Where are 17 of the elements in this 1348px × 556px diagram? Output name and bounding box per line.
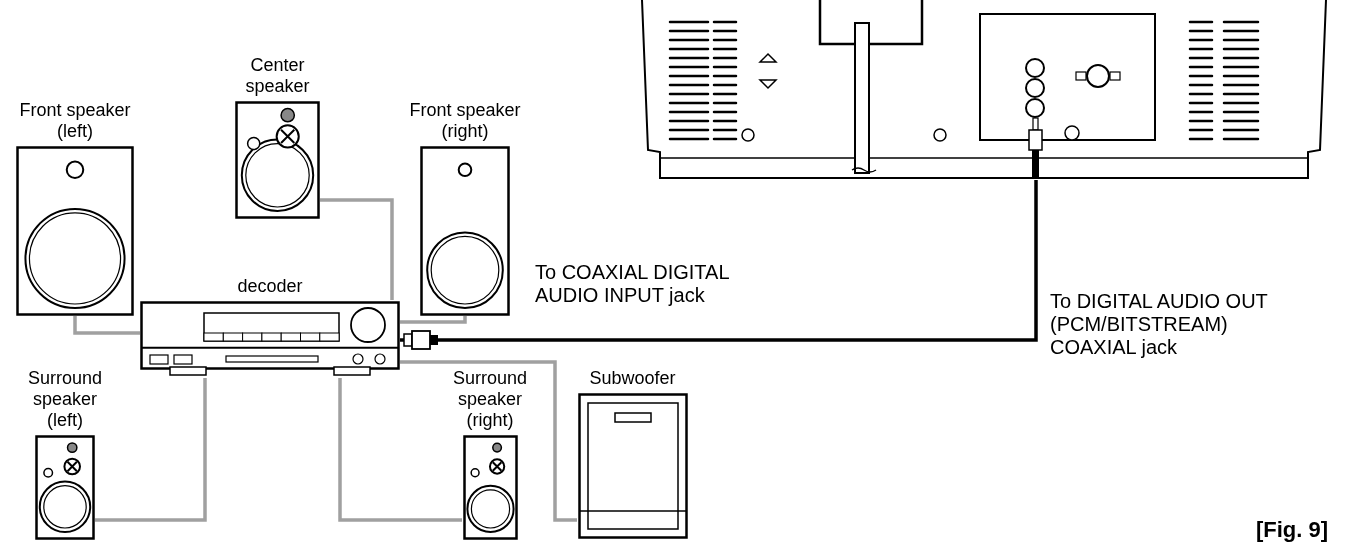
device-label: Front speaker (left) [18, 100, 132, 142]
speaker-wire [95, 378, 207, 522]
device-label: Front speaker (right) [408, 100, 522, 142]
connection-note: To DIGITAL AUDIO OUT (PCM/BITSTREAM) COAXIAL jack [1050, 290, 1269, 359]
device-label: Subwoofer [588, 368, 677, 389]
device-label: Surround speaker (right) [451, 368, 529, 431]
speaker-wire [320, 198, 394, 300]
speaker-wire [400, 360, 577, 522]
device-label: Surround speaker (left) [26, 368, 104, 431]
connection-note: To COAXIAL DIGITAL AUDIO INPUT jack [535, 261, 730, 307]
device-label: Center speaker [244, 55, 311, 97]
coaxial-cable [400, 180, 1038, 350]
speaker-wire [338, 378, 462, 522]
speaker-wire [400, 316, 467, 324]
figure-caption: [Fig. 9] [1255, 518, 1328, 541]
speaker-wire [73, 316, 140, 335]
device-label: decoder [236, 276, 304, 297]
